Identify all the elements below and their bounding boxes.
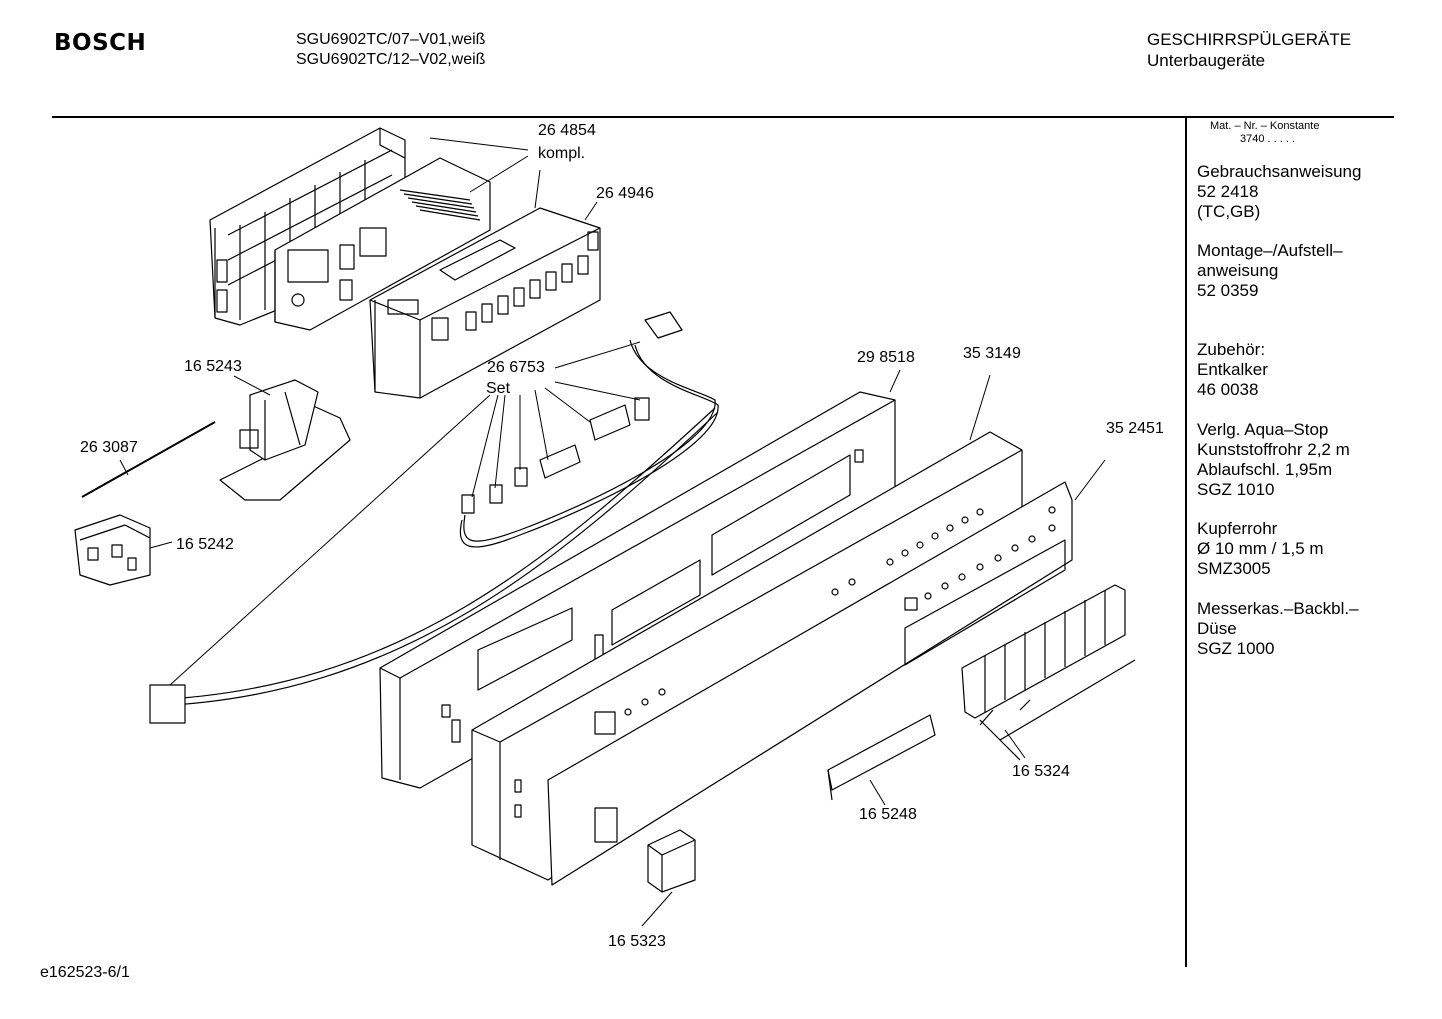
label-165243: 16 5243 [184, 358, 242, 375]
model-line-1: SGU6902TC/07–V01,weiß [296, 31, 486, 48]
aquastop-line: Kunststoffrohr 2,2 m [1197, 440, 1350, 459]
mat-nr-header: Mat. – Nr. – Konstante 3740 . . . . . [1210, 120, 1400, 146]
label-266753: 26 6753 [487, 359, 545, 376]
leader-lines [119, 137, 1106, 927]
switch-component [219, 379, 351, 501]
label-263087: 26 3087 [80, 439, 138, 456]
sidebar-zubehoer: Zubehör: Entkalker 46 0038 [1197, 340, 1387, 400]
zubehoer-line: Zubehör: [1197, 340, 1266, 359]
label-165323: 16 5323 [608, 933, 666, 950]
small-block [647, 829, 696, 893]
kupfer-line: Kupferrohr [1197, 519, 1278, 538]
sidebar-divider [1185, 117, 1187, 967]
messer-line: SGZ 1000 [1197, 639, 1275, 658]
rod-263087 [81, 421, 216, 498]
label-165324: 16 5324 [1012, 763, 1070, 780]
sidebar-kupfer: Kupferrohr Ø 10 mm / 1,5 m SMZ3005 [1197, 519, 1387, 579]
montage-line: 52 0359 [1197, 281, 1259, 300]
label-264946: 26 4946 [596, 185, 654, 202]
sidebar-aquastop: Verlg. Aqua–Stop Kunststoffrohr 2,2 m Ab… [1197, 420, 1387, 500]
label-264854: 26 4854 [538, 122, 596, 139]
montage-line: Montage–/Aufstell– [1197, 241, 1343, 260]
small-strip [827, 714, 936, 801]
label-266753-note: Set [486, 380, 511, 397]
aquastop-line: Verlg. Aqua–Stop [1197, 420, 1329, 439]
sidebar-montage: Montage–/Aufstell– anweisung 52 0359 [1197, 241, 1387, 301]
label-353149: 35 3149 [963, 345, 1021, 362]
drawing-code: e162523-6/1 [40, 964, 130, 981]
control-unit [369, 207, 601, 399]
messer-line: Düse [1197, 619, 1237, 638]
block-component [74, 514, 151, 586]
button-strip [961, 584, 1136, 761]
zubehoer-line: Entkalker [1197, 360, 1268, 379]
panel-frame [379, 391, 896, 789]
category-title: GESCHIRRSPÜLGERÄTE [1147, 30, 1352, 49]
cable-harness [149, 311, 719, 724]
model-line-2: SGU6902TC/12–V02,weiß [296, 51, 486, 68]
front-plate [547, 481, 1073, 886]
messer-line: Messerkas.–Backbl.– [1197, 599, 1359, 618]
exploded-diagram: 26 4854 kompl. 26 4946 16 5243 26 3087 1… [74, 122, 1164, 950]
mat-nr-label: Mat. – Nr. – Konstante [1210, 120, 1320, 132]
category-subtitle: Unterbaugeräte [1147, 51, 1266, 70]
brand-logo: BOSCH [54, 30, 147, 56]
label-165248: 16 5248 [859, 806, 917, 823]
kupfer-line: Ø 10 mm / 1,5 m [1197, 539, 1324, 558]
label-352451: 35 2451 [1106, 420, 1164, 437]
gebrauch-line: (TC,GB) [1197, 202, 1261, 221]
sidebar-messer: Messerkas.–Backbl.– Düse SGZ 1000 [1197, 599, 1387, 659]
montage-line: anweisung [1197, 261, 1279, 280]
gebrauch-line: Gebrauchsanweisung [1197, 162, 1362, 181]
label-165242: 16 5242 [176, 536, 234, 553]
header-rule [52, 116, 1394, 118]
sidebar-gebrauch: Gebrauchsanweisung 52 2418 (TC,GB) [1197, 162, 1387, 222]
aquastop-line: Ablaufschl. 1,95m [1197, 460, 1333, 479]
zubehoer-line: 46 0038 [1197, 380, 1259, 399]
gebrauch-line: 52 2418 [1197, 182, 1259, 201]
label-264854-note: kompl. [538, 145, 585, 162]
mat-nr-value: 3740 . . . . . [1240, 133, 1296, 145]
electronic-board [274, 157, 491, 331]
aquastop-line: SGZ 1010 [1197, 480, 1275, 499]
label-298518: 29 8518 [857, 349, 915, 366]
kupfer-line: SMZ3005 [1197, 559, 1271, 578]
